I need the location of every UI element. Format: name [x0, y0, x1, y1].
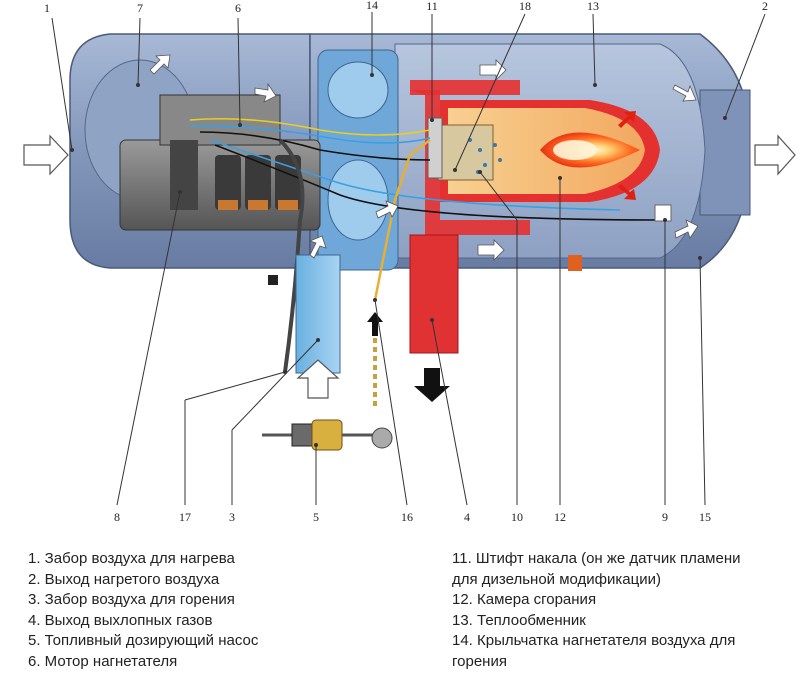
- callout-10: 10: [511, 510, 523, 524]
- legend-item: 4. Выход выхлопных газов: [28, 611, 428, 632]
- callout-6: 6: [235, 1, 241, 15]
- fuel-dosing-pump: [262, 420, 392, 450]
- legend-item-continued: для дизельной модификации): [452, 570, 800, 591]
- callout-5: 5: [313, 510, 319, 524]
- overheat-sensor: [655, 205, 671, 221]
- callout-2: 2: [762, 0, 768, 13]
- combustion-air-intake: [296, 255, 340, 373]
- callout-11: 11: [426, 0, 438, 13]
- callout-1: 1: [44, 1, 50, 15]
- sensor-tab: [568, 255, 582, 271]
- legend-item: 1. Забор воздуха для нагрева: [28, 549, 428, 570]
- callout-12: 12: [554, 510, 566, 524]
- legend-item-continued: горения: [452, 652, 800, 673]
- legend-left: 1. Забор воздуха для нагрева 2. Выход на…: [28, 549, 428, 673]
- callout-7: 7: [137, 1, 143, 15]
- legend-item: 6. Мотор нагнетателя: [28, 652, 428, 673]
- legend-item: 3. Забор воздуха для горения: [28, 590, 428, 611]
- callout-17: 17: [179, 510, 191, 524]
- callout-15: 15: [699, 510, 711, 524]
- legend-item: 11. Штифт накала (он же датчик пламени: [452, 549, 800, 570]
- legend-item: 2. Выход нагретого воздуха: [28, 570, 428, 591]
- legend-item: 13. Теплообменник: [452, 611, 800, 632]
- callout-8: 8: [114, 510, 120, 524]
- legend-item: 12. Камера сгорания: [452, 590, 800, 611]
- callout-14: 14: [366, 0, 378, 12]
- callout-16: 16: [401, 510, 413, 524]
- legend-item: 5. Топливный дозирующий насос: [28, 631, 428, 652]
- callout-3: 3: [229, 510, 235, 524]
- callout-9: 9: [662, 510, 668, 524]
- legend-right: 11. Штифт накала (он же датчик пламени д…: [452, 549, 800, 673]
- mount-stud: [268, 275, 278, 285]
- callout-4: 4: [464, 510, 470, 524]
- callout-13: 13: [587, 0, 599, 13]
- heater-diagram: 1 7 6 14 11 18 13 2 8 17 3 5 16 4 10 12 …: [0, 0, 800, 540]
- combustion-chamber: [428, 100, 660, 202]
- callout-18: 18: [519, 0, 531, 13]
- legend-item: 14. Крыльчатка нагнетателя воздуха для: [452, 631, 800, 652]
